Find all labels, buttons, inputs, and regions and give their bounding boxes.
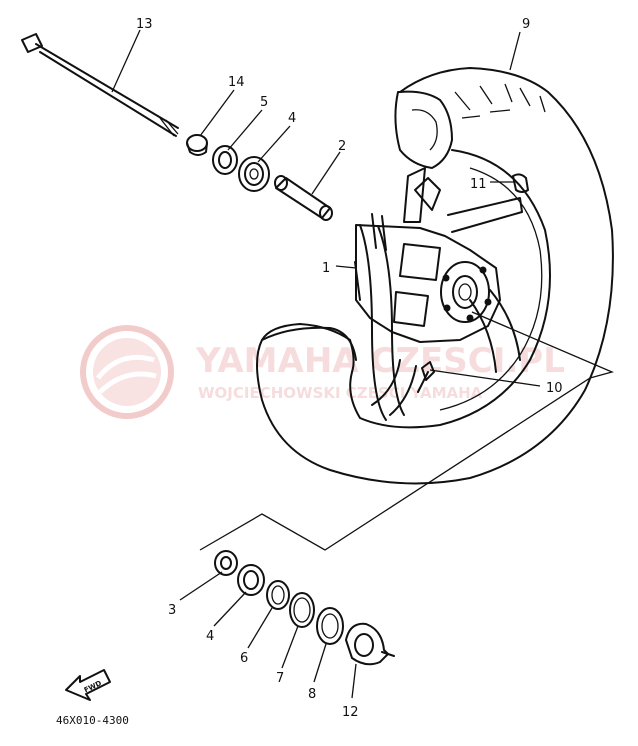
circlip [266, 580, 290, 610]
reference-outline [199, 311, 614, 551]
meter-gear-unit [345, 622, 395, 666]
collar [186, 134, 208, 156]
callout-11: 11 [470, 177, 487, 192]
watermark-logo [80, 325, 174, 419]
valve-stem [417, 361, 435, 393]
callout-6: 6 [240, 651, 248, 666]
callout-3: 3 [168, 603, 176, 618]
callout-4-top: 4 [288, 111, 296, 126]
callout-12: 12 [342, 705, 359, 720]
bearing-top [238, 156, 270, 192]
callout-5: 5 [260, 95, 268, 110]
callout-8: 8 [308, 687, 316, 702]
leader-lines [111, 29, 541, 699]
callout-1: 1 [322, 261, 330, 276]
oil-seal-top [212, 145, 238, 175]
callout-4-bottom: 4 [206, 629, 214, 644]
callout-10: 10 [546, 381, 563, 396]
spacer [274, 175, 333, 221]
bearing-bottom [237, 564, 265, 596]
washer [316, 607, 344, 645]
watermark: YAMAHA CZESCI.PL WOJCIECHOWSKI CZESCI YA… [80, 325, 565, 419]
thrust-washer [289, 592, 315, 628]
callout-14: 14 [228, 75, 245, 90]
watermark-subtitle: WOJCIECHOWSKI CZESCI YAMAHA [198, 384, 483, 402]
forward-arrow: FWD [65, 669, 111, 701]
wheel-hub [354, 213, 501, 343]
oil-seal-bottom [214, 550, 238, 576]
drawing-code: 46X010-4300 [56, 714, 129, 727]
wheel-tire [256, 67, 614, 485]
callout-2: 2 [338, 139, 346, 154]
callout-7: 7 [276, 671, 284, 686]
forward-arrow-label: FWD [83, 679, 103, 694]
callout-13: 13 [136, 17, 153, 32]
wheel-axle [21, 33, 179, 137]
balance-weight [512, 173, 529, 193]
watermark-title: YAMAHA CZESCI.PL [195, 341, 565, 381]
callout-9: 9 [522, 17, 530, 32]
